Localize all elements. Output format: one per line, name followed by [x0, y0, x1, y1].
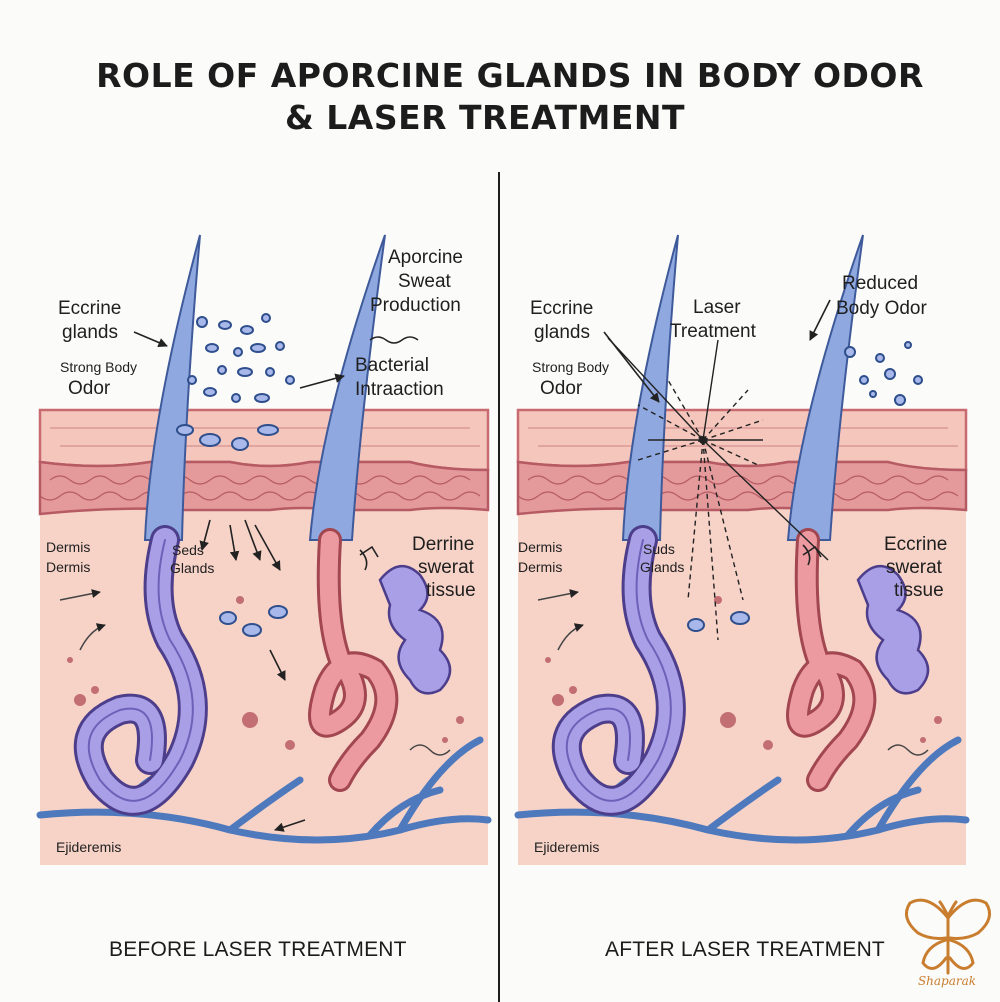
before-label-bacterial-1: Bacterial: [355, 355, 429, 376]
after-label-strong-2: Odor: [540, 378, 583, 399]
before-label-seds-2: Glands: [170, 560, 215, 576]
before-label-strong-1: Strong Body: [60, 359, 138, 375]
butterfly-logo-icon: [904, 898, 992, 975]
before-label-aporcine-2: Sweat: [398, 271, 451, 292]
before-caption: BEFORE LASER TREATMENT: [109, 938, 407, 961]
after-label-strong-1: Strong Body: [532, 359, 610, 375]
before-label-epidermis: Ejideremis: [56, 839, 122, 855]
before-label-bacterial-2: Intraaction: [355, 379, 444, 400]
before-label-aporcine-1: Aporcine: [388, 247, 463, 268]
after-caption: AFTER LASER TREATMENT: [605, 938, 885, 961]
after-label-dermis-2: Dermis: [518, 559, 563, 575]
panel-divider: [498, 172, 500, 1002]
before-label-eccrine-1: Eccrine: [58, 298, 122, 319]
before-label-derrine-1: Derrine: [412, 534, 475, 555]
after-label-eccrine-1: Eccrine: [530, 298, 594, 319]
after-label-eccrine-2: glands: [534, 322, 590, 343]
logo-wordmark: Shaparak: [917, 974, 977, 988]
before-label-dermis-1: Dermis: [46, 539, 91, 555]
after-label-eccrine-tissue-3: tissue: [894, 580, 944, 601]
after-label-laser-2: Treatment: [670, 321, 756, 342]
before-label-seds-1: Seds: [172, 542, 204, 558]
after-label-eccrine-tissue-1: Eccrine: [884, 534, 948, 555]
before-label-derrine-3: tissue: [426, 580, 476, 601]
before-label-dermis-2: Dermis: [46, 559, 91, 575]
before-label-eccrine-2: glands: [62, 322, 118, 343]
before-label-aporcine-3: Production: [370, 295, 461, 316]
after-label-eccrine-tissue-2: swerat: [886, 557, 942, 578]
after-label-reduced-2: Body Odor: [836, 298, 927, 319]
after-label-seds-2: Glands: [640, 559, 685, 575]
after-label-laser-1: Laser: [693, 297, 741, 318]
before-label-strong-2: Odor: [68, 378, 111, 399]
after-label-seds-1: Suds: [643, 541, 675, 557]
after-label-reduced-1: Reduced: [842, 273, 919, 294]
after-label-dermis-1: Dermis: [518, 539, 563, 555]
before-label-derrine-2: swerat: [418, 557, 474, 578]
after-label-epidermis: Ejideremis: [534, 839, 600, 855]
title-line-2: & LASER TREATMENT: [284, 98, 685, 137]
title-line-1: ROLE OF APORCINE GLANDS IN BODY ODOR: [96, 56, 924, 95]
